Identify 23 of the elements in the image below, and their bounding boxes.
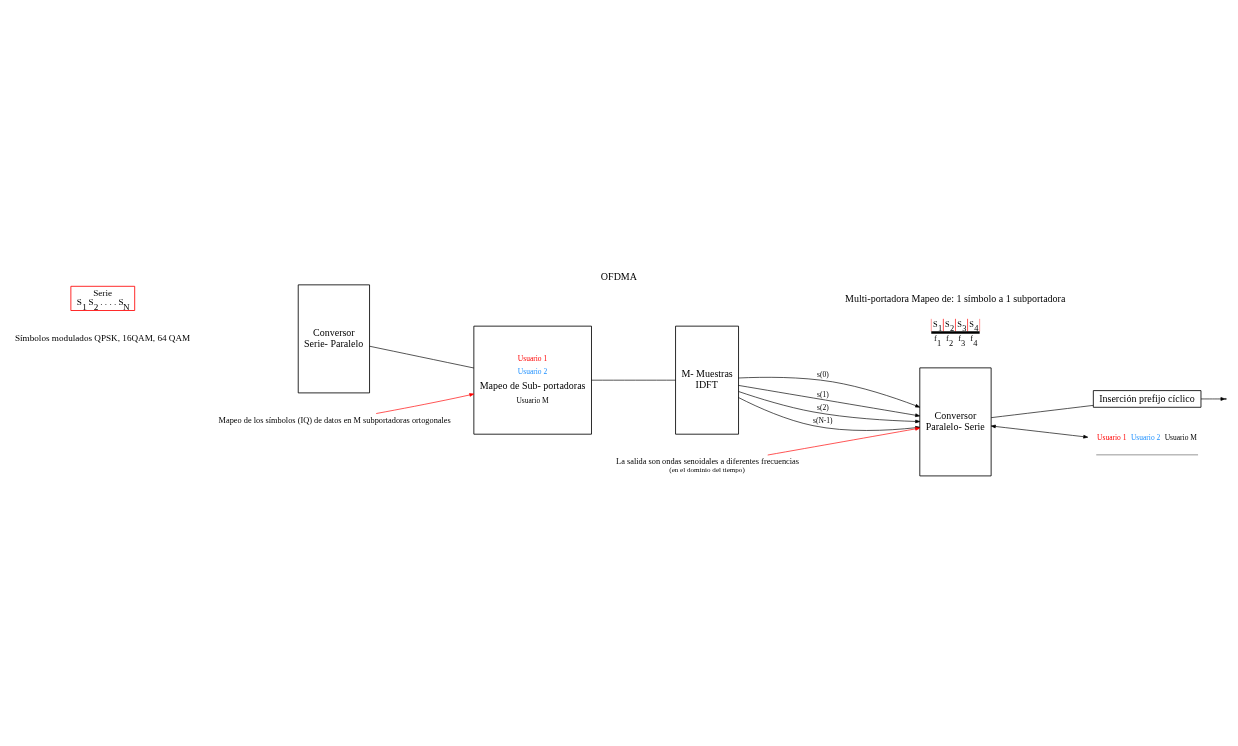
connector xyxy=(990,404,1094,418)
node-text: Usuario 1 Usuario 2 Usuario M xyxy=(1097,432,1197,442)
edge-label: s(0) xyxy=(816,369,829,379)
arrow xyxy=(1200,396,1226,401)
arrow xyxy=(738,390,921,423)
node-box: Conversor Serie- Paralelo xyxy=(297,283,370,393)
connector xyxy=(369,345,475,368)
edge-label: s(2) xyxy=(816,402,829,412)
arrow xyxy=(738,376,921,407)
connector xyxy=(591,379,676,380)
arrow xyxy=(375,392,475,414)
edge-label: s(N-1) xyxy=(813,415,833,425)
node-box: Conversor Paralelo- Serie xyxy=(919,366,992,476)
node-box: Inserción prefijo cíclico xyxy=(1092,389,1202,408)
caption: Multi-portadora Mapeo de: 1 símbolo a 1 subportadora xyxy=(845,292,1066,304)
edge-label: s(1) xyxy=(816,389,829,399)
arrow xyxy=(738,384,920,417)
diagram-title: OFDMA xyxy=(600,270,637,282)
node-box: M- Muestras IDFT xyxy=(675,325,739,435)
arrow xyxy=(990,424,1089,438)
node-box: Usuario 1 Usuario 2 Mapeo de Sub- portadoras Usuario M xyxy=(473,325,592,435)
node-text: Mapeo de los símbolos (IQ) de datos en M subportadoras ortogonales xyxy=(218,415,451,425)
label: Símbolos modulados QPSK, 16QAM, 64 QAM xyxy=(14,332,191,343)
